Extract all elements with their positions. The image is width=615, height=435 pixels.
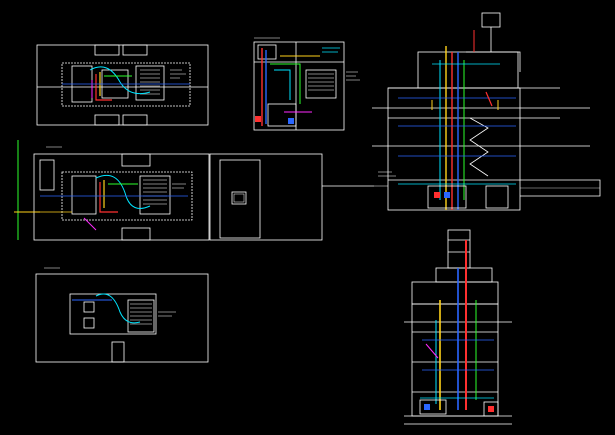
plan-ground-left bbox=[14, 140, 210, 241]
elevation-east bbox=[322, 12, 601, 211]
plan-ground-right-frame bbox=[209, 153, 323, 241]
elevation-main-block bbox=[387, 87, 521, 211]
plan-upper-left-frame bbox=[36, 44, 209, 126]
plan-upper-left bbox=[36, 44, 209, 126]
section-tower bbox=[404, 229, 512, 425]
plan-detail-small-frame bbox=[253, 41, 345, 131]
plan-detail-small bbox=[253, 37, 360, 131]
plan-lower-left bbox=[35, 267, 209, 363]
plan-ground-left-frame bbox=[33, 153, 210, 241]
